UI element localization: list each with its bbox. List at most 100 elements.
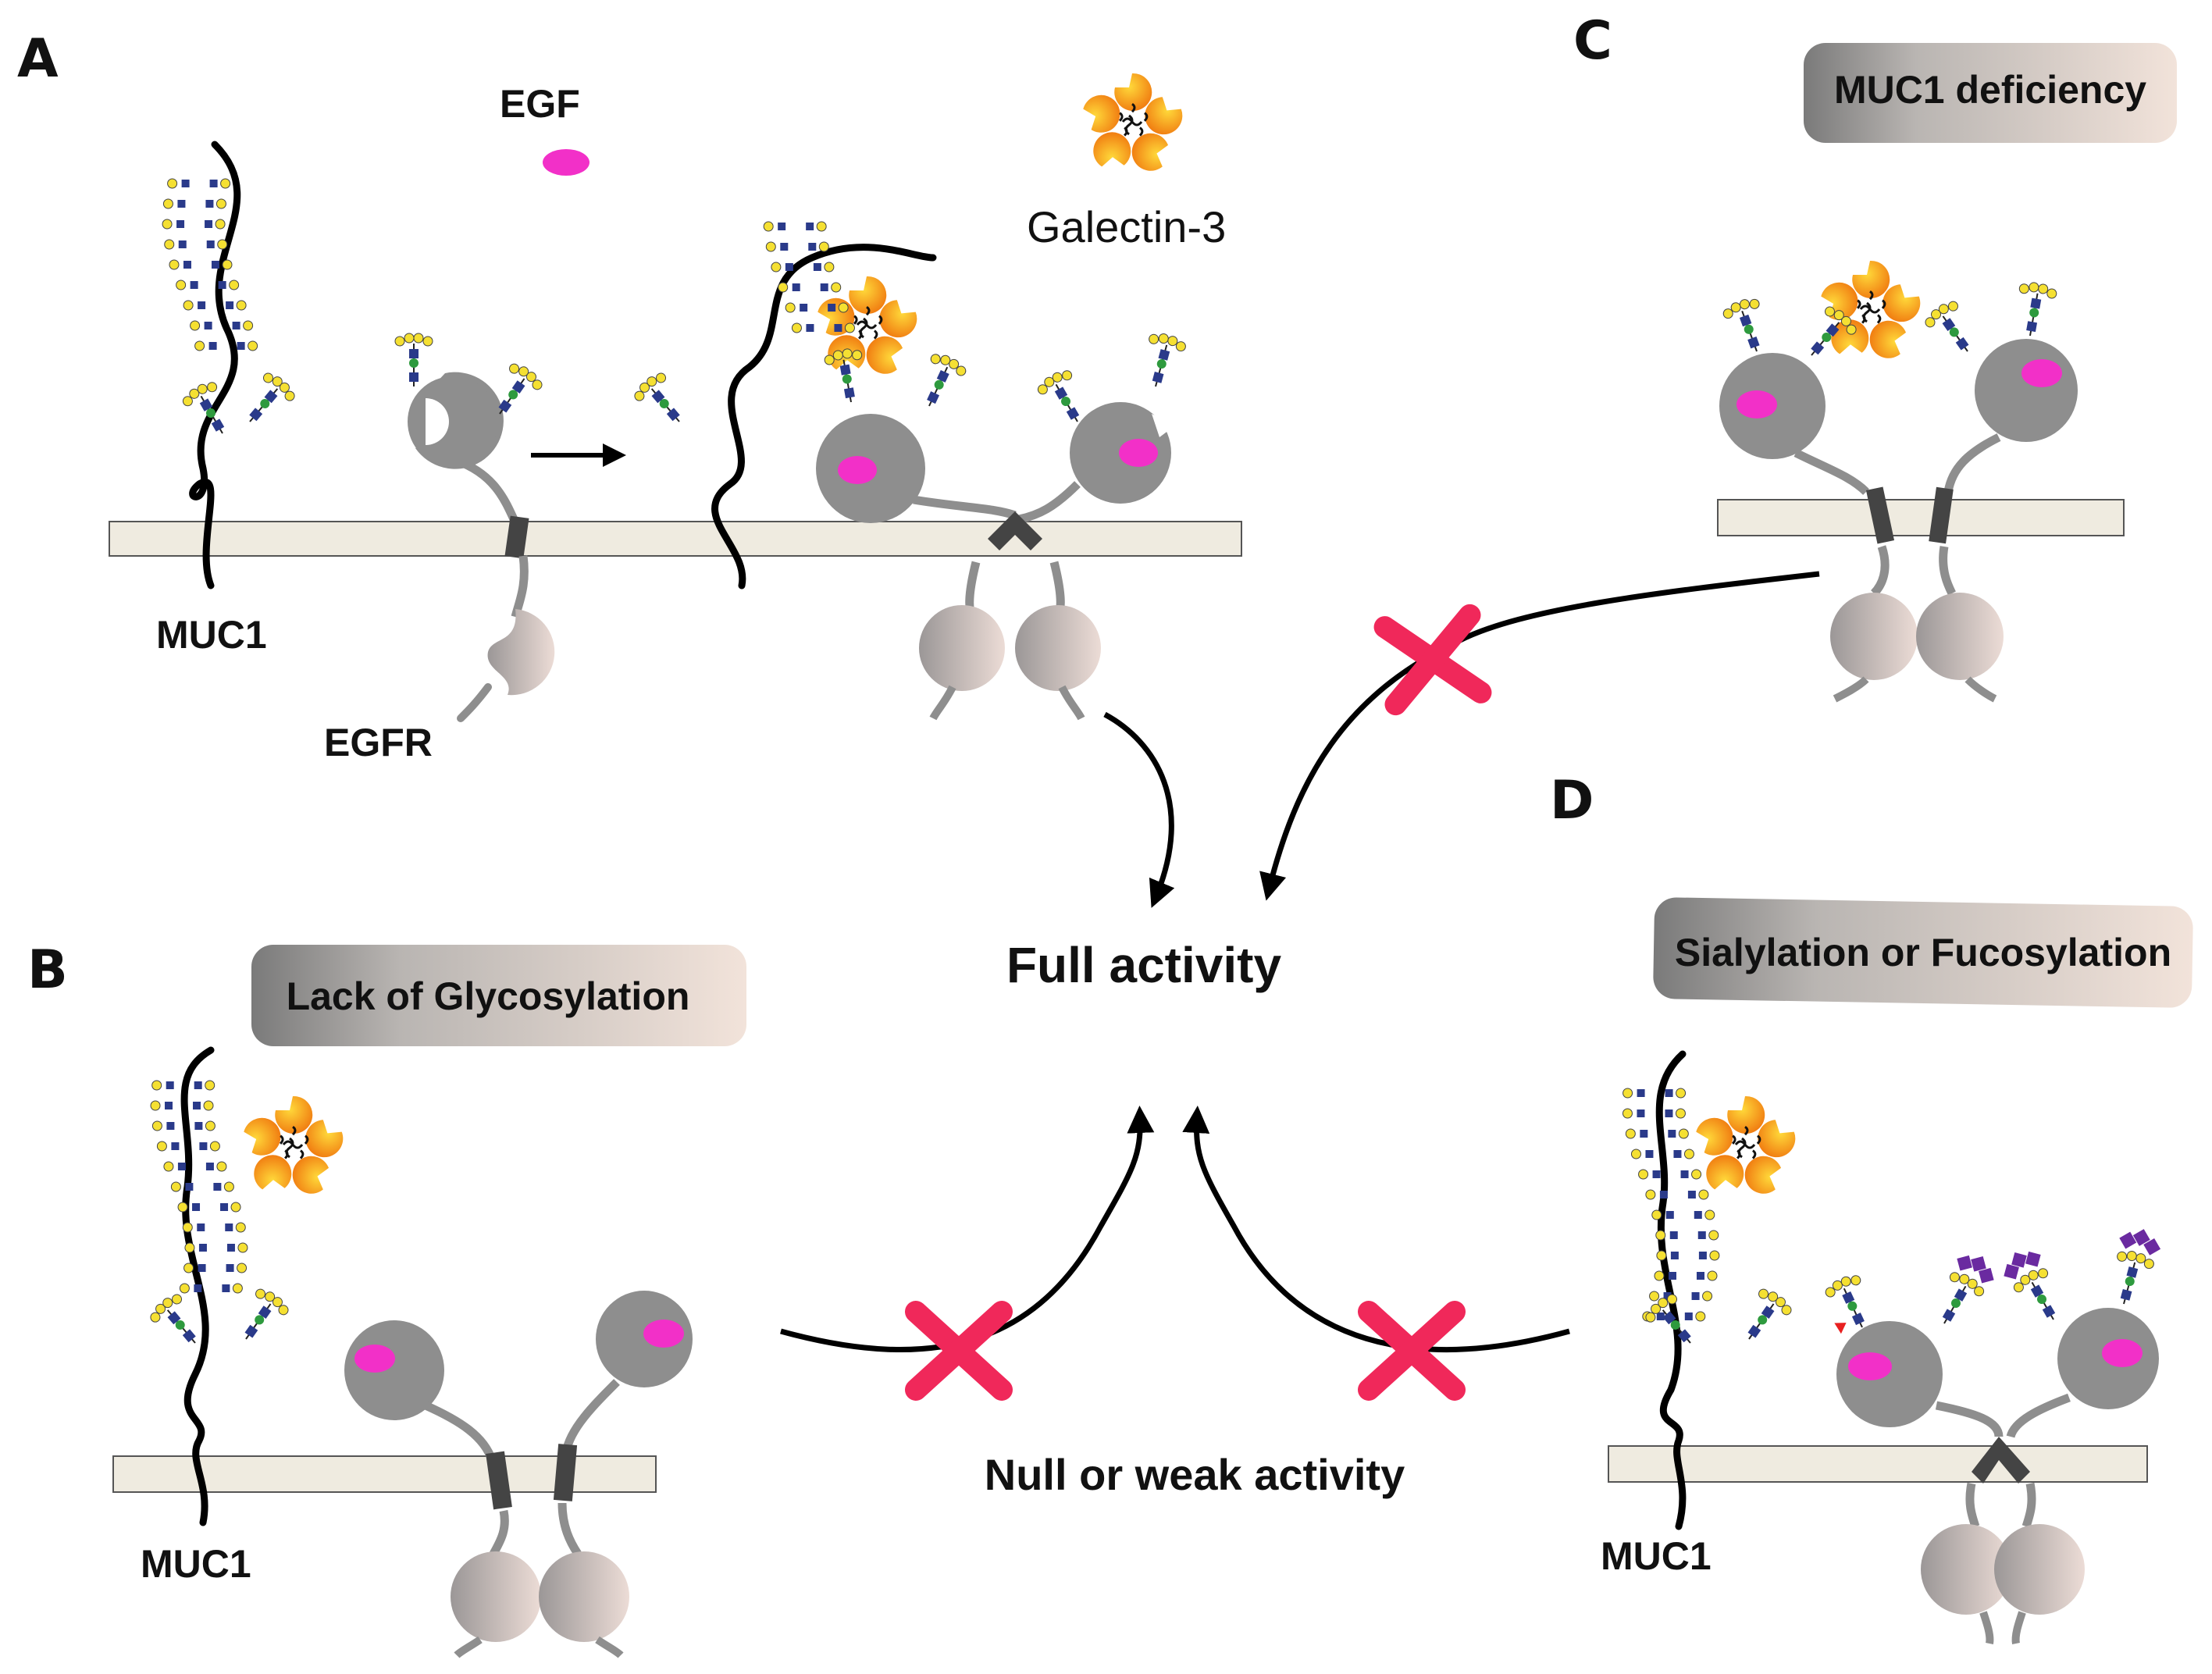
egfr-label: EGFR bbox=[324, 721, 433, 764]
galectin-3-subunit bbox=[1727, 1095, 1765, 1136]
glycan-branch bbox=[634, 372, 680, 422]
galectin-3-d bbox=[1696, 1095, 1796, 1194]
muc1-molecule-a bbox=[189, 141, 241, 589]
egfr-dimer-d bbox=[1836, 1308, 2159, 1644]
glycan-branch bbox=[1645, 1294, 1691, 1344]
glycan-branch bbox=[2018, 282, 2057, 337]
glycan-branch bbox=[394, 333, 433, 386]
glycan-branch bbox=[1942, 1255, 1994, 1324]
egf-label: EGF bbox=[500, 82, 580, 126]
condition-label-c: MUC1 deficiency bbox=[1834, 68, 2146, 112]
egfr-dimer-a bbox=[816, 402, 1175, 721]
mucin-glycan bbox=[778, 282, 842, 293]
condition-label-d: Sialylation or Fucosylation bbox=[1675, 931, 2171, 974]
block-mark-c bbox=[1373, 604, 1492, 716]
condition-tag-b bbox=[251, 945, 746, 1046]
galectin-3-label: Galectin-3 bbox=[1027, 202, 1226, 251]
block-mark-b bbox=[905, 1301, 1013, 1401]
arrow-b-to-full bbox=[780, 1106, 1155, 1352]
galectin-3-subunit bbox=[866, 329, 903, 374]
panel-a-letter: A bbox=[17, 28, 59, 90]
condition-tag-d bbox=[1653, 897, 2193, 1008]
null-activity-label: Null or weak activity bbox=[985, 1450, 1405, 1499]
galectin-3-subunit bbox=[1143, 97, 1183, 135]
galectin-3-subunit bbox=[275, 1095, 313, 1136]
mucin-glycan bbox=[785, 302, 849, 313]
galectin-3-bound-a bbox=[817, 276, 917, 374]
mucin-glycan bbox=[182, 1222, 246, 1233]
panel-b-letter: B bbox=[27, 939, 68, 1001]
glycan-branch bbox=[824, 348, 863, 403]
galectin-3-subunit bbox=[1114, 73, 1152, 113]
glycan-branch bbox=[498, 363, 543, 415]
galectin-3-icon bbox=[1083, 73, 1183, 171]
egf-bound-a2 bbox=[1119, 439, 1158, 467]
condition-tag-c bbox=[1804, 43, 2177, 143]
arrow-a-to-full bbox=[1103, 711, 1175, 908]
glycan-decorations bbox=[150, 178, 2161, 1344]
glycan-branch bbox=[2004, 1251, 2056, 1320]
mucin-glycan bbox=[170, 1181, 234, 1192]
glycan-branch bbox=[1925, 301, 1969, 352]
mucin-glycan bbox=[1656, 1250, 1720, 1261]
mucin-glycan bbox=[183, 300, 247, 311]
galectin-3-subunit bbox=[1083, 94, 1124, 133]
galectin-3-subunit bbox=[1696, 1117, 1736, 1156]
mucin-glycan bbox=[1638, 1169, 1702, 1180]
panel-d-letter: D bbox=[1550, 770, 1594, 832]
egf-ligand bbox=[543, 149, 590, 176]
galectin-3-subunit bbox=[1821, 282, 1861, 320]
glycan-branch bbox=[182, 382, 225, 434]
mucin-glycan bbox=[194, 340, 258, 351]
muc1-molecule-d bbox=[1655, 1050, 1687, 1530]
mucin-glycan bbox=[184, 1242, 248, 1253]
glycan-branch bbox=[1149, 333, 1186, 387]
galectin-3-subunit bbox=[244, 1117, 284, 1156]
mucin-glycan bbox=[771, 262, 835, 272]
galectin-3-subunit bbox=[292, 1149, 329, 1194]
egf-bound-c1 bbox=[1736, 390, 1777, 418]
full-activity-label: Full activity bbox=[1006, 937, 1282, 993]
mucin-glycan bbox=[765, 241, 829, 252]
mucin-glycan bbox=[1655, 1230, 1719, 1241]
mucin-glycan bbox=[169, 259, 233, 270]
block-mark-d bbox=[1358, 1301, 1466, 1401]
mucin-glycan bbox=[1645, 1189, 1709, 1200]
mucin-glycan bbox=[163, 1161, 227, 1172]
galectin-3-subunit bbox=[1852, 260, 1890, 301]
glycan-branch bbox=[249, 372, 295, 422]
muc1-label-b: MUC1 bbox=[141, 1542, 251, 1586]
glycan-branch bbox=[1722, 298, 1760, 352]
panel-d: D Sialylation or Fucosylation MUC1 bbox=[1550, 770, 2193, 1644]
arrow-c-to-full bbox=[1259, 571, 1820, 901]
glycan-branch bbox=[1811, 306, 1857, 356]
galectin-3-subunit bbox=[849, 276, 887, 316]
mucin-glycan bbox=[183, 1263, 248, 1273]
membrane-c bbox=[1717, 499, 2125, 536]
muc1-molecule-a-bound bbox=[711, 244, 937, 589]
egf-bound-d2 bbox=[2102, 1339, 2143, 1367]
egf-bound-a1 bbox=[838, 456, 877, 484]
panel-a: A MUC1 EGF EGFR Galectin-3 bbox=[17, 28, 1242, 764]
membrane-d bbox=[1608, 1445, 2148, 1483]
galectin-3-subunit bbox=[878, 300, 917, 338]
mucin-glycan bbox=[1630, 1149, 1694, 1159]
panel-b: B Lack of Glycosylation MUC1 bbox=[27, 939, 746, 1658]
glycan-branch bbox=[244, 1288, 289, 1340]
mucin-glycan bbox=[164, 239, 228, 250]
panel-c-letter: C bbox=[1573, 10, 1612, 72]
mucin-glycan bbox=[156, 1141, 220, 1152]
egf-bound-b1 bbox=[354, 1345, 395, 1373]
glycan-branch bbox=[927, 354, 967, 407]
galectin-3-subunit bbox=[1756, 1120, 1796, 1158]
egfr-pair-c bbox=[1719, 339, 2078, 703]
mucin-glycan bbox=[151, 1080, 216, 1091]
mucin-glycan bbox=[1622, 1088, 1687, 1099]
mucin-glycan bbox=[177, 1202, 241, 1213]
membrane-a bbox=[109, 521, 1242, 557]
panel-c: C MUC1 deficiency bbox=[1573, 10, 2177, 703]
glycan-branch bbox=[1747, 1288, 1792, 1340]
mucin-glycan bbox=[150, 1100, 214, 1111]
activity-center: Full activity Null or weak activity bbox=[780, 571, 1820, 1499]
